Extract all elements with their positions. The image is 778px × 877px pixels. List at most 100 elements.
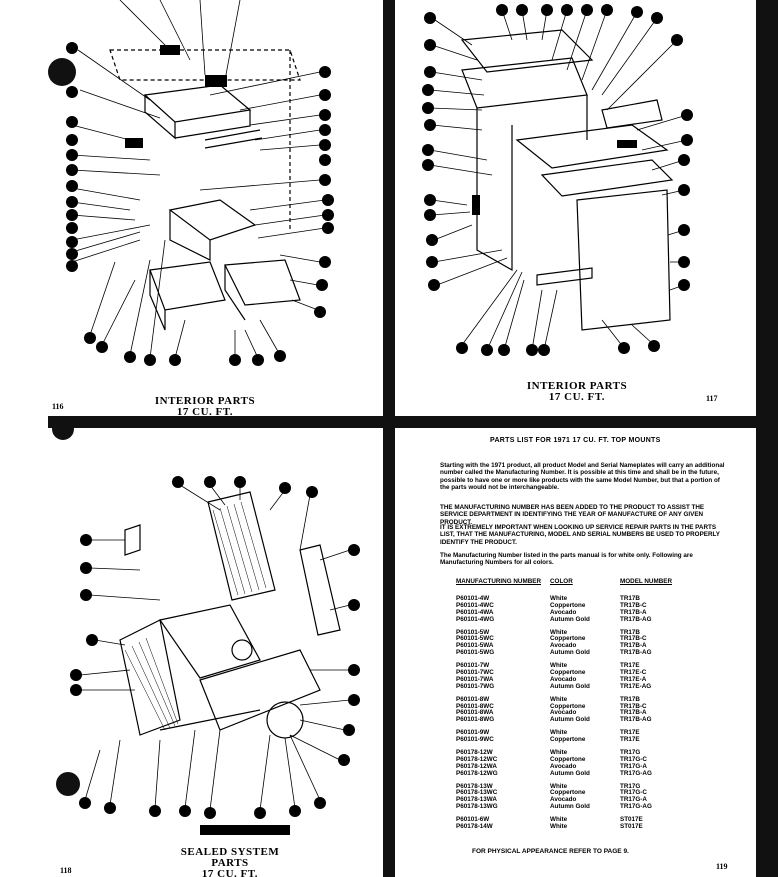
cell-model-number: TR17E-AG xyxy=(620,682,652,690)
cell-manufacturing-number: P60178-13WG xyxy=(456,803,498,811)
header-manufacturing-number: MANUFACTURING NUMBER xyxy=(456,578,542,585)
cell-model-number: TR17E xyxy=(620,736,640,744)
cell-manufacturing-number: P60101-7WG xyxy=(456,682,495,690)
page-number: 117 xyxy=(706,394,718,403)
footer-note: FOR PHYSICAL APPEARANCE REFER TO PAGE 9. xyxy=(472,848,629,855)
cell-model-number: TR17G-C xyxy=(620,755,647,763)
cell-manufacturing-number: P60178-13WA xyxy=(456,796,497,804)
table-row: P60178-14W White ST017E xyxy=(456,823,706,831)
caption-line2: 17 CU. FT. xyxy=(201,868,259,877)
cell-manufacturing-number: P60178-14W xyxy=(456,823,493,831)
cell-model-number: TR17E xyxy=(620,662,640,670)
cell-color: White xyxy=(550,695,568,703)
cell-color: Coppertone xyxy=(550,601,586,609)
cell-manufacturing-number: P60101-5W xyxy=(456,628,490,636)
cell-model-number: TR17B-C xyxy=(620,635,647,643)
cell-model-number: ST017E xyxy=(620,823,643,831)
cell-model-number: TR17B-AG xyxy=(620,649,652,657)
header-model-number: MODEL NUMBER xyxy=(620,578,673,585)
cell-model-number: TR17G-A xyxy=(620,762,647,770)
cell-manufacturing-number: P60101-5WG xyxy=(456,649,495,657)
caption-line2: 17 CU. FT. xyxy=(176,406,234,418)
cell-color: Coppertone xyxy=(550,669,586,677)
caption-interior-parts-left: INTERIOR PARTS 17 CU. FT. xyxy=(150,396,260,418)
cell-color: Autumn Gold xyxy=(550,803,590,811)
cell-color: Avocado xyxy=(550,796,577,804)
paragraph-colors-note: The Manufacturing Number listed in the p… xyxy=(440,552,693,567)
cell-manufacturing-number: P60101-4WG xyxy=(456,615,495,623)
cell-color: Coppertone xyxy=(550,736,586,744)
cell-color: White xyxy=(550,823,568,831)
cell-color: White xyxy=(550,729,568,737)
cell-manufacturing-number: P60178-13WC xyxy=(456,789,498,797)
cell-color: White xyxy=(550,816,568,824)
cell-color: White xyxy=(550,595,568,602)
cell-color: Coppertone xyxy=(550,789,586,797)
page-number: 118 xyxy=(60,866,72,875)
caption-line1: INTERIOR PARTS xyxy=(154,395,256,407)
caption-line1: INTERIOR PARTS xyxy=(526,380,628,392)
cell-color: White xyxy=(550,782,568,790)
caption-line2: 17 CU. FT. xyxy=(548,391,606,403)
table-row: P60178-13WC Coppertone TR17G-C xyxy=(456,790,706,797)
page-interior-parts-left: INTERIOR PARTS 17 CU. FT. 116 xyxy=(0,0,390,418)
cell-model-number: TR17G-C xyxy=(620,789,647,797)
cell-model-number: ST017E xyxy=(620,816,643,824)
punch-hole xyxy=(56,772,80,796)
cell-color: Coppertone xyxy=(550,635,586,643)
interior-parts-diagram-left xyxy=(66,0,334,366)
cell-color: White xyxy=(550,628,568,636)
cell-manufacturing-number: P60101-5WC xyxy=(456,635,494,643)
cell-model-number: TR17G-AG xyxy=(620,803,652,811)
cell-manufacturing-number: P60101-8W xyxy=(456,695,490,703)
cell-color: Avocado xyxy=(550,762,577,770)
cell-model-number: TR17B-A xyxy=(620,709,647,717)
cell-manufacturing-number: P60101-4WA xyxy=(456,608,494,616)
interior-parts-diagram-right xyxy=(422,4,693,356)
cell-manufacturing-number: P60178-12WA xyxy=(456,762,497,770)
parts-list-title: PARTS LIST FOR 1971 17 CU. FT. TOP MOUNT… xyxy=(490,437,661,444)
cell-manufacturing-number: P60178-12WG xyxy=(456,769,498,777)
cell-model-number: TR17B-A xyxy=(620,642,647,650)
cell-color: Autumn Gold xyxy=(550,716,590,724)
cell-color: Autumn Gold xyxy=(550,769,590,777)
cell-model-number: TR17G-AG xyxy=(620,769,652,777)
page-sealed-system-parts: SEALED SYSTEM PARTS 17 CU. FT. 118 xyxy=(0,430,390,877)
cell-model-number: TR17B-AG xyxy=(620,716,652,724)
cell-manufacturing-number: P60101-7W xyxy=(456,662,490,670)
cell-color: Avocado xyxy=(550,675,577,683)
table-row: P60178-12WG Autumn Gold TR17G-AG xyxy=(456,769,706,778)
cell-color: White xyxy=(550,749,568,757)
page-number: 119 xyxy=(716,862,728,871)
sealed-system-diagram xyxy=(70,476,360,835)
cell-color: Autumn Gold xyxy=(550,682,590,690)
cell-color: Avocado xyxy=(550,642,577,650)
cell-manufacturing-number: P60101-9W xyxy=(456,729,490,737)
binding-shadow-vertical xyxy=(383,0,395,877)
cell-model-number: TR17B xyxy=(620,595,640,602)
cell-model-number: TR17G xyxy=(620,782,641,790)
cell-manufacturing-number: P60101-9WC xyxy=(456,736,494,744)
paragraph-manufacturing-number: THE MANUFACTURING NUMBER HAS BEEN ADDED … xyxy=(440,504,705,526)
cell-manufacturing-number: P60101-7WC xyxy=(456,669,494,677)
table-header: MANUFACTURING NUMBER COLOR MODEL NUMBER xyxy=(456,578,706,590)
table-row: P60178-13WG Autumn Gold TR17G-AG xyxy=(456,803,706,811)
header-color: COLOR xyxy=(550,578,573,585)
cell-manufacturing-number: P60101-6W xyxy=(456,816,490,824)
cell-color: Avocado xyxy=(550,608,577,616)
cell-manufacturing-number: P60101-4WC xyxy=(456,601,494,609)
table-row: P60101-9WC Coppertone TR17E xyxy=(456,736,706,744)
